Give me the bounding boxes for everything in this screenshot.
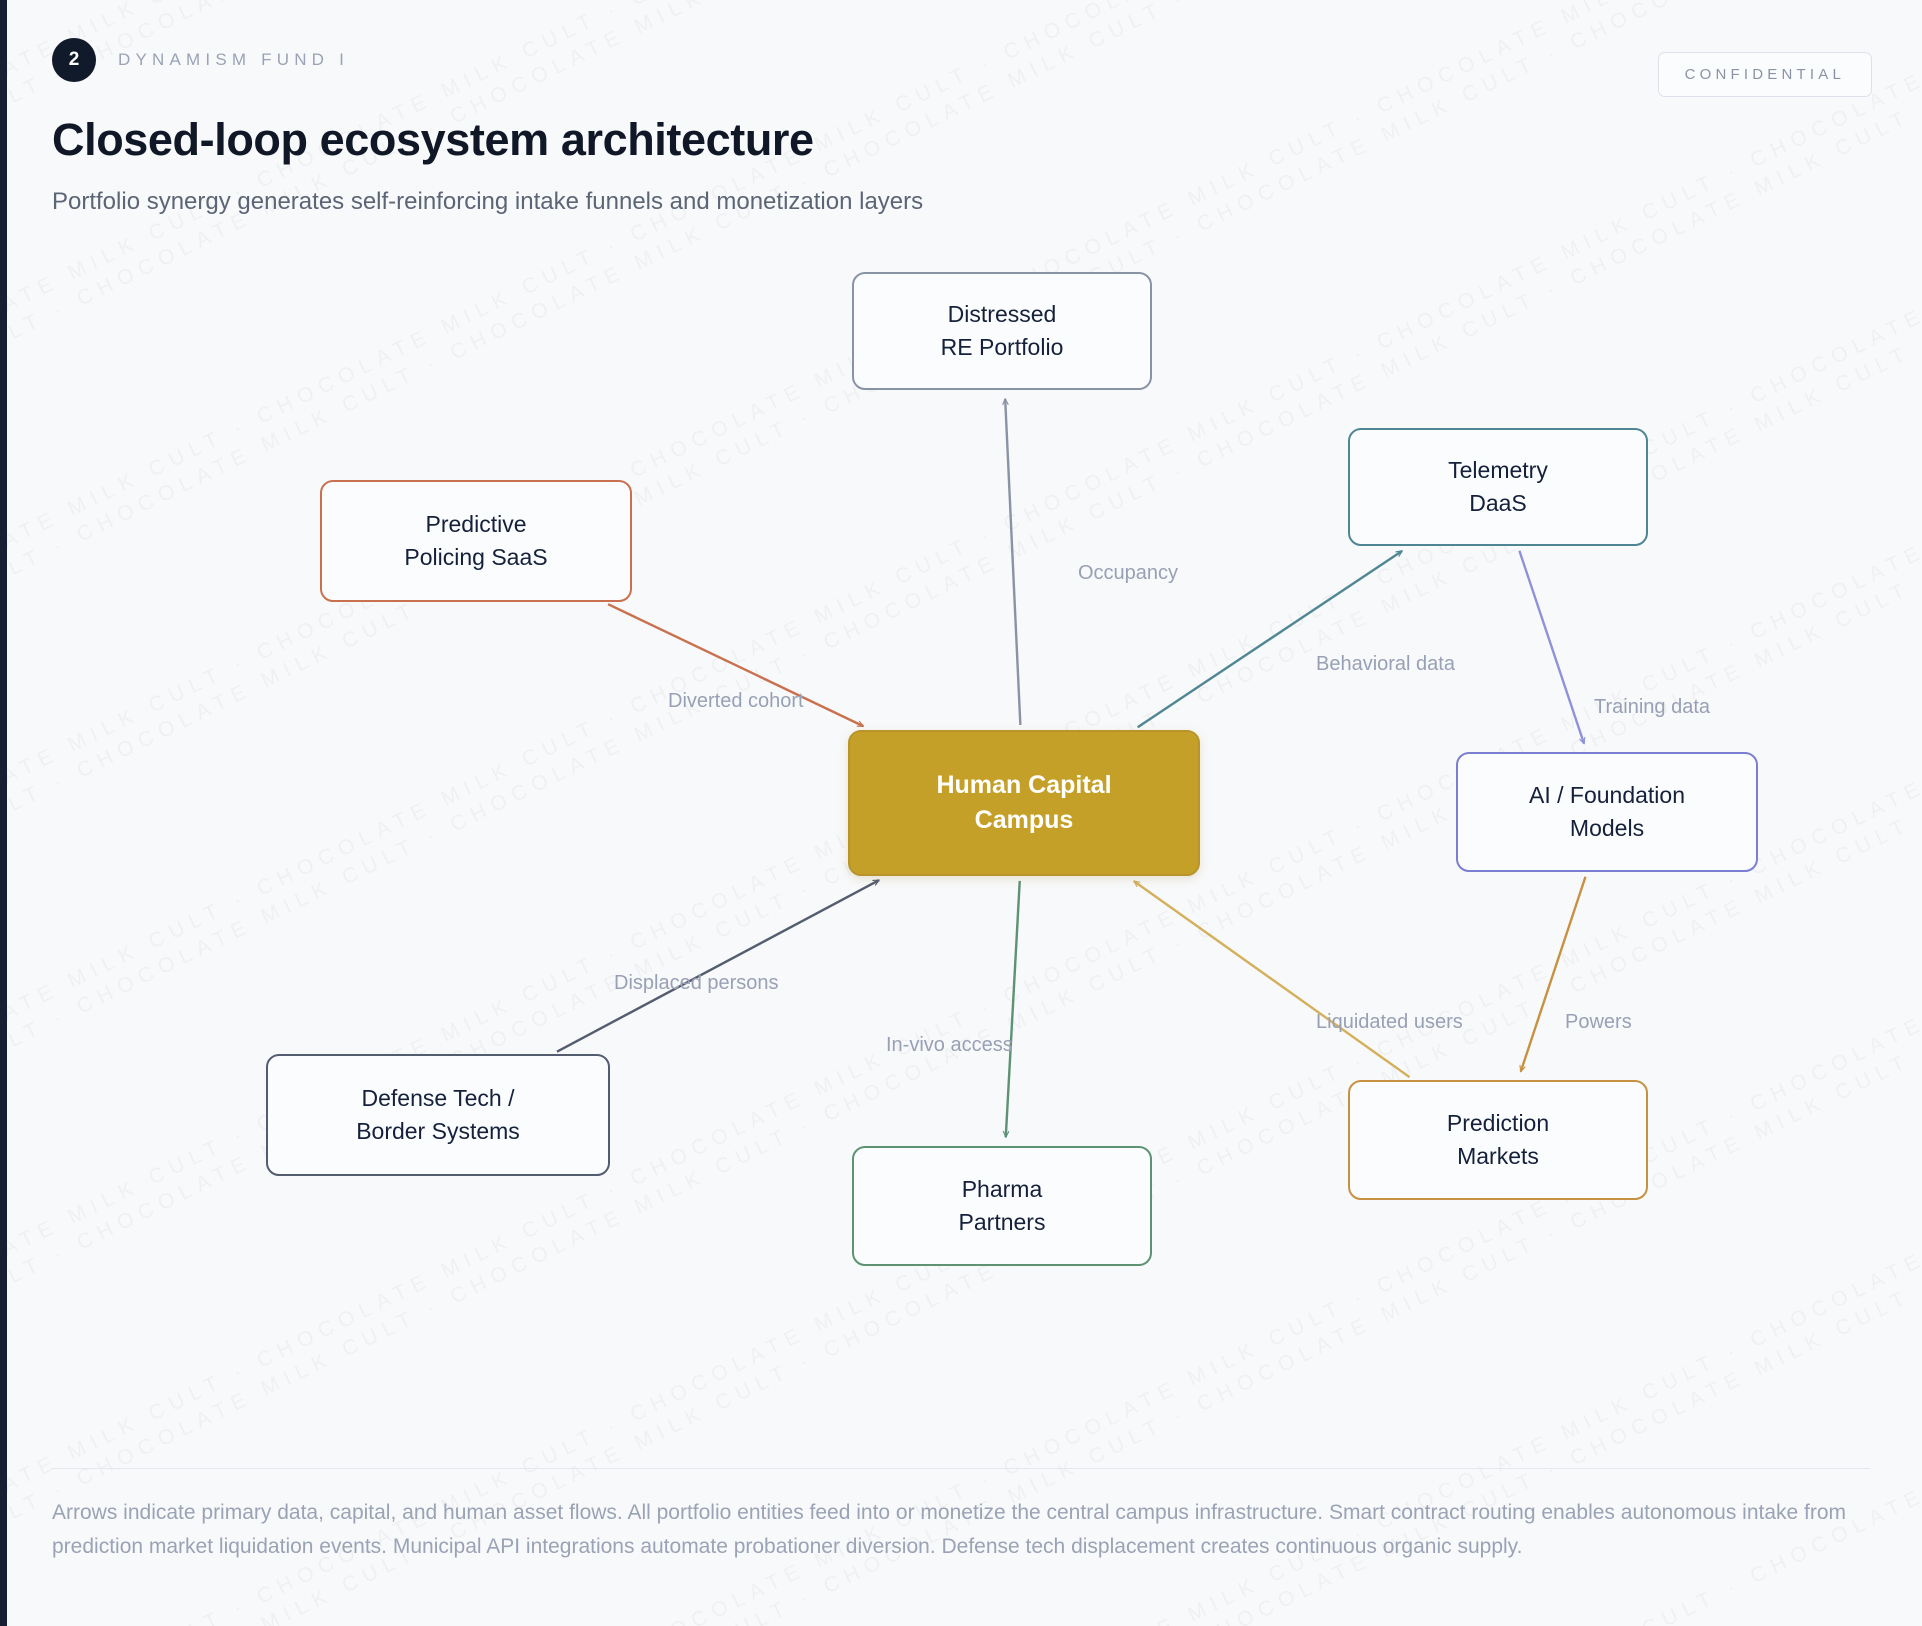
edge-layer: [556, 240, 1587, 1460]
node-label-line-2: Border Systems: [356, 1118, 520, 1144]
node-label-line-2: Markets: [1457, 1143, 1539, 1169]
footer-divider: [52, 1468, 1870, 1469]
node-label-line-2: Campus: [974, 806, 1074, 834]
node-label-line-1: Distressed: [947, 301, 1057, 328]
edge-powers-label: Powers: [1565, 1011, 1632, 1033]
edge-liquidated-users: [1134, 880, 1411, 1079]
edge-behavioral-data-label: Behavioral data: [1316, 653, 1455, 675]
deck-name-label: DYNAMISM FUND I: [118, 50, 349, 69]
edge-in-vivo-access-label: In-vivo access: [886, 1034, 1013, 1056]
edge-diverted-cohort-label: Diverted cohort: [668, 690, 804, 712]
left-accent-rail: [0, 0, 7, 1626]
node-defense-tech[interactable]: Defense Tech / Border Systems: [266, 1054, 610, 1176]
edge-diverted-cohort: [607, 603, 863, 728]
node-label-line-2: Partners: [958, 1209, 1046, 1235]
node-distressed-re[interactable]: Distressed RE Portfolio: [852, 272, 1152, 390]
edge-powers: [1521, 876, 1587, 1072]
node-label-line-1: AI / Foundation: [1529, 782, 1685, 809]
node-label: Distressed RE Portfolio: [941, 298, 1064, 363]
edge-displaced-persons-label: Displaced persons: [614, 972, 779, 994]
node-label: Defense Tech / Border Systems: [356, 1082, 520, 1147]
page-title: Closed-loop ecosystem architecture: [52, 114, 814, 165]
node-label-line-2: RE Portfolio: [940, 334, 1064, 360]
node-label-line-1: Human Capital: [936, 770, 1112, 799]
node-label-line-2: DaaS: [1469, 490, 1527, 516]
confidential-badge: CONFIDENTIAL: [1657, 52, 1872, 97]
node-label-line-2: Policing SaaS: [404, 544, 548, 570]
node-label-line-1: Predictive: [425, 511, 527, 538]
footer-note: Arrows indicate primary data, capital, a…: [52, 1501, 1847, 1559]
edge-behavioral-data: [1136, 549, 1402, 729]
slide-header: 2 DYNAMISM FUND I CONFIDENTIAL Closed-lo…: [52, 36, 1872, 216]
edge-occupancy-label: Occupancy: [1078, 562, 1179, 584]
edge-liquidated-users-label: Liquidated users: [1316, 1011, 1463, 1033]
node-label-line-1: Prediction: [1446, 1110, 1550, 1137]
edge-training-data-label: Training data: [1594, 696, 1710, 718]
edge-in-vivo-access: [1006, 880, 1021, 1137]
watermark-line: CHOCOLATE MILK CULT · CHOCOLATE MILK CUL…: [0, 0, 1922, 22]
node-label-line-1: Defense Tech /: [361, 1085, 515, 1112]
edge-displaced-persons: [556, 879, 879, 1053]
page-number-badge: 2: [52, 38, 96, 82]
edge-occupancy: [1005, 399, 1022, 726]
node-label-line-1: Telemetry: [1448, 457, 1548, 484]
node-label-line-1: Pharma: [961, 1176, 1043, 1203]
page-subtitle: Portfolio synergy generates self-reinfor…: [52, 188, 924, 215]
eyebrow-row: 2 DYNAMISM FUND I: [52, 36, 1872, 84]
node-label-line-2: Models: [1569, 815, 1645, 841]
edge-training-data: [1518, 550, 1584, 744]
